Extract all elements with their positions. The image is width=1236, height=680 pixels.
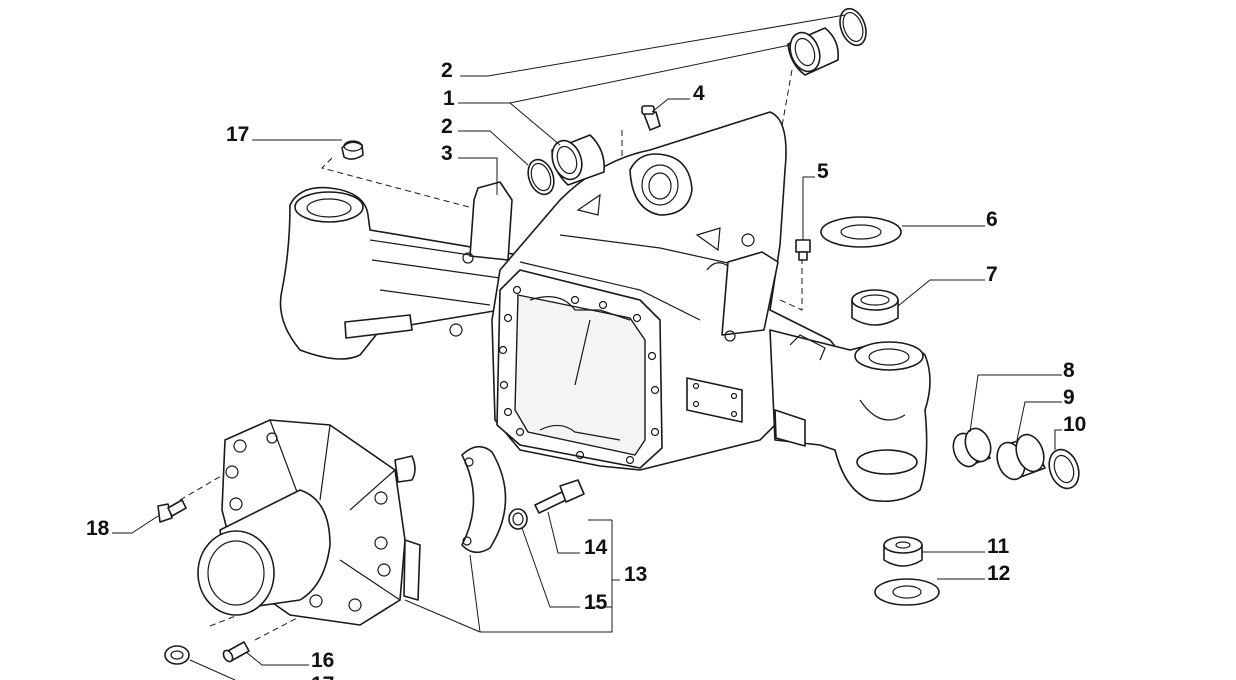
callout-11: 11 xyxy=(987,535,1010,558)
callout-2-upper: 2 xyxy=(441,59,453,82)
bushing-9 xyxy=(996,433,1046,481)
bolt-18 xyxy=(157,499,187,523)
callout-numbers: 2 1 2 3 4 5 6 7 8 9 10 11 12 13 14 15 16… xyxy=(86,59,1086,680)
callout-15: 15 xyxy=(584,591,608,614)
differential-carrier xyxy=(197,419,421,626)
bushing-8 xyxy=(952,427,992,468)
bushing-lower xyxy=(551,134,606,186)
callout-6: 6 xyxy=(986,208,998,231)
callout-9: 9 xyxy=(1063,386,1075,409)
flange-bolt-holes xyxy=(498,285,660,465)
callout-4: 4 xyxy=(693,82,705,105)
washer-12 xyxy=(874,578,940,606)
plug-17-top xyxy=(341,140,364,160)
seal-10 xyxy=(1048,448,1080,490)
callout-3: 3 xyxy=(441,142,453,165)
callout-5: 5 xyxy=(817,160,829,183)
dowel-pin-16 xyxy=(222,641,250,663)
bushing-15 xyxy=(508,508,528,530)
bushing-upper xyxy=(787,27,840,76)
callout-13: 13 xyxy=(624,563,647,586)
grease-fitting-4 xyxy=(641,105,661,131)
bearing-cap-13 xyxy=(461,445,507,554)
callout-16: 16 xyxy=(311,649,334,672)
bolt-14 xyxy=(534,479,585,514)
grease-fitting-5 xyxy=(795,239,811,261)
bushing-7 xyxy=(851,289,899,326)
o-ring-upper xyxy=(839,7,867,47)
callout-10: 10 xyxy=(1063,413,1086,436)
spacer-11 xyxy=(883,536,923,567)
callout-17-top: 17 xyxy=(226,123,249,146)
callout-1: 1 xyxy=(443,87,455,110)
leader-lines xyxy=(112,14,1062,680)
o-ring-lower xyxy=(527,158,555,196)
callout-2-lower: 2 xyxy=(441,115,453,138)
callout-18: 18 xyxy=(86,517,110,540)
callout-12: 12 xyxy=(987,562,1010,585)
callout-8: 8 xyxy=(1063,359,1075,382)
plug-17-bottom xyxy=(164,645,190,665)
callout-17-bottom: 17 xyxy=(311,673,334,680)
axle-housing xyxy=(279,111,931,503)
callout-14: 14 xyxy=(584,536,608,559)
thrust-washer-6 xyxy=(820,216,902,248)
callout-7: 7 xyxy=(986,263,998,286)
